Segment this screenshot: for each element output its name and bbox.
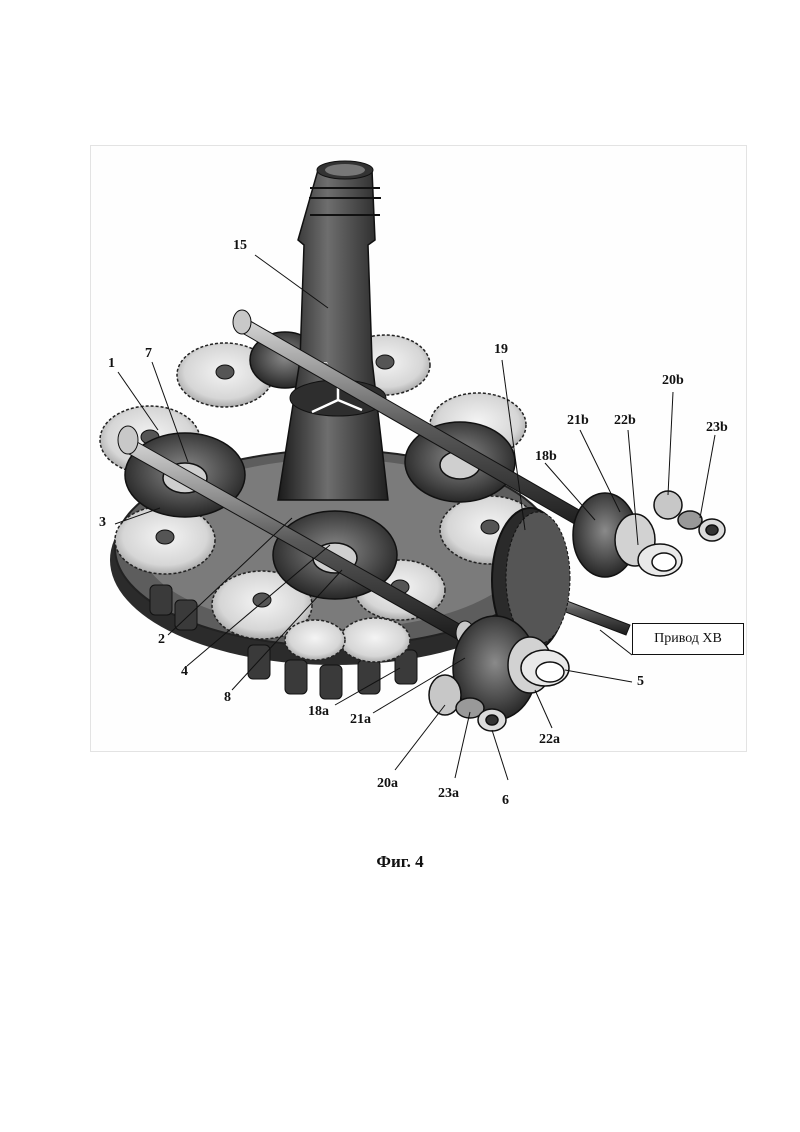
callout-7: 7 <box>145 346 152 361</box>
callout-3: 3 <box>99 515 106 530</box>
callout-23b: 23b <box>706 420 728 435</box>
callout-20b: 20b <box>662 373 684 388</box>
callout-23a: 23a <box>438 786 459 801</box>
drive-gear-19 <box>491 507 571 653</box>
drive-label-box: Привод ХВ <box>632 623 744 655</box>
gear-group-b <box>572 490 726 578</box>
callout-20a: 20a <box>377 776 398 791</box>
lower-pinions <box>149 584 418 700</box>
leader-lines <box>114 254 716 781</box>
callout-4: 4 <box>181 664 188 679</box>
callout-22b: 22b <box>614 413 636 428</box>
central-column <box>277 160 389 501</box>
gear-group-a <box>428 615 570 732</box>
callout-22a: 22a <box>539 732 560 747</box>
callout-1: 1 <box>108 356 115 371</box>
callout-8: 8 <box>224 690 231 705</box>
callout-6: 6 <box>502 793 509 808</box>
callout-21b: 21b <box>567 413 589 428</box>
callout-18b: 18b <box>535 449 557 464</box>
callout-5: 5 <box>637 674 644 689</box>
callout-15: 15 <box>233 238 247 253</box>
callout-21a: 21a <box>350 712 371 727</box>
callout-19: 19 <box>494 342 508 357</box>
callout-18a: 18a <box>308 704 329 719</box>
figure-caption: Фиг. 4 <box>376 852 424 871</box>
callout-2: 2 <box>158 632 165 647</box>
